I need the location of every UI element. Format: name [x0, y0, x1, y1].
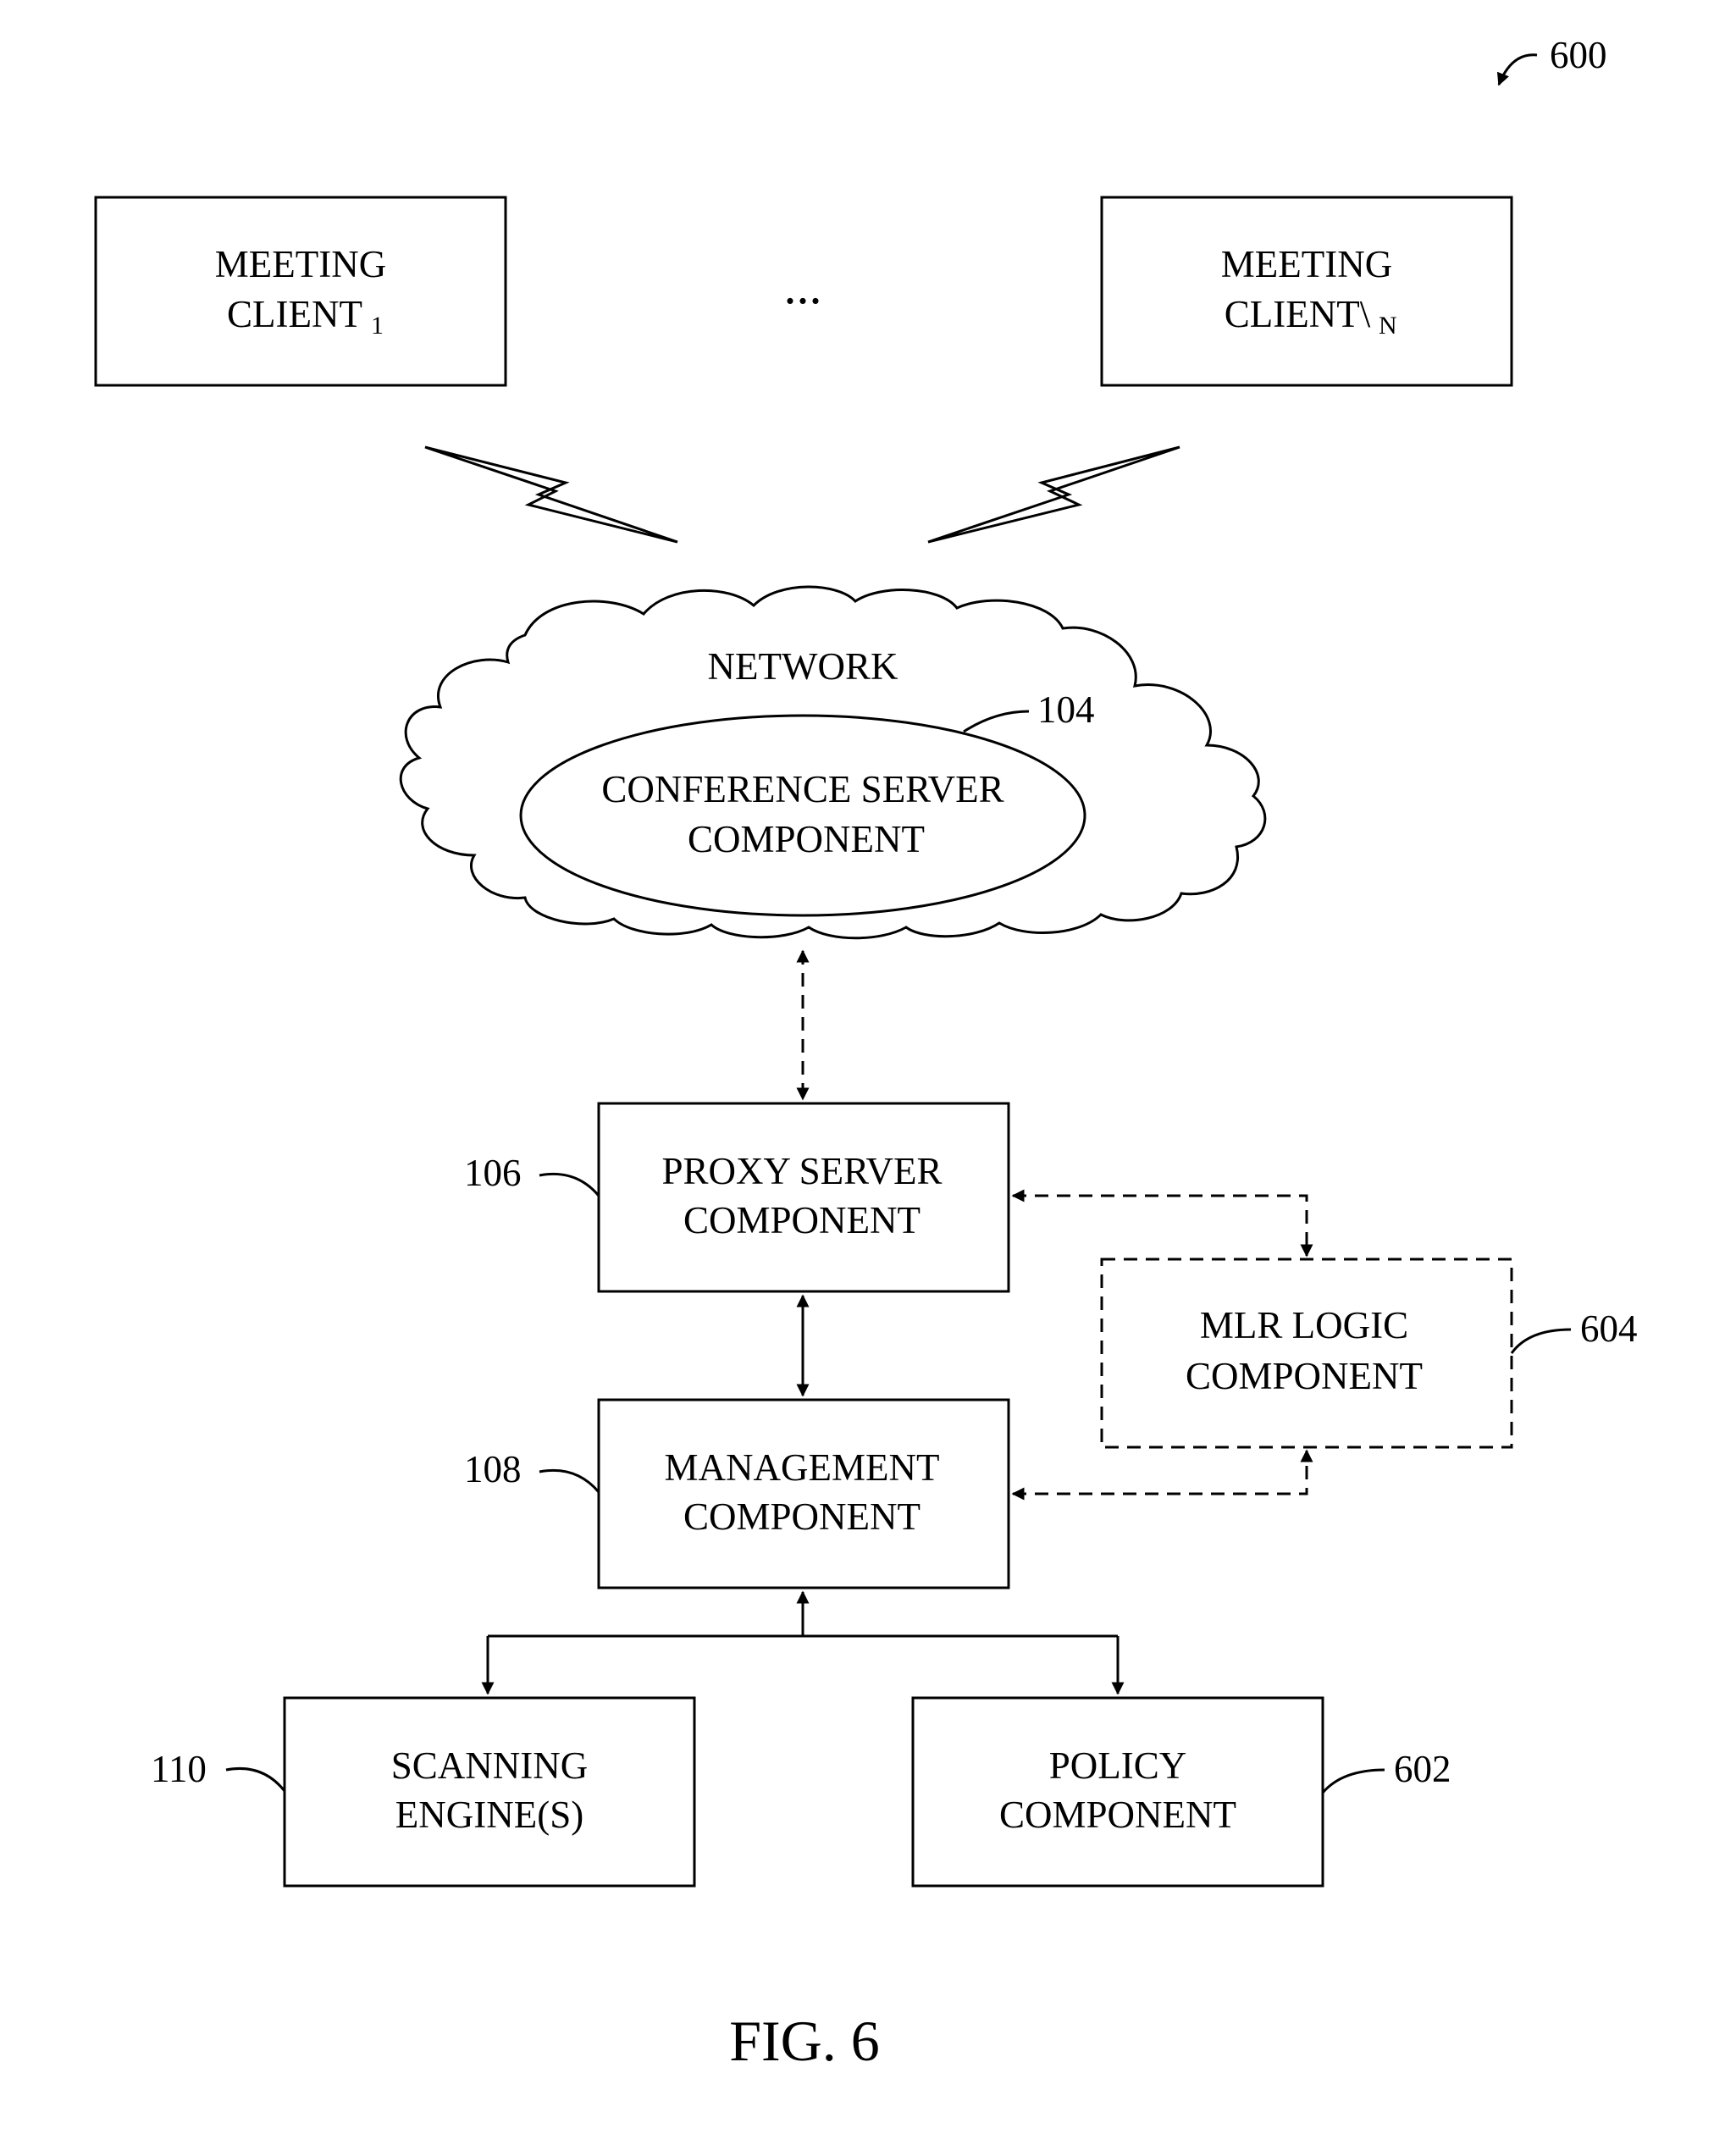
figure-ref: 600 [1499, 34, 1607, 85]
svg-text:104: 104 [1037, 688, 1095, 731]
meeting-client-n-box: MEETING CLIENT\ N [1102, 197, 1512, 385]
ref-604: 604 [1512, 1307, 1638, 1353]
svg-text:CONFERENCE SERVER: CONFERENCE SERVER [601, 768, 1003, 810]
scanning-engine-box: SCANNING ENGINE(S) [285, 1698, 694, 1886]
ref-110: 110 [151, 1748, 285, 1791]
svg-text:106: 106 [464, 1152, 522, 1194]
management-mlr-connector [1013, 1451, 1307, 1494]
svg-text:108: 108 [464, 1448, 522, 1490]
figure-caption: FIG. 6 [729, 2009, 880, 2073]
svg-text:MEETING: MEETING [215, 243, 386, 285]
svg-text:600: 600 [1550, 34, 1607, 76]
meeting-client-n-line2: CLIENT\ [1225, 293, 1371, 335]
svg-text:MEETING: MEETING [1221, 243, 1392, 285]
meeting-client-1-box: MEETING CLIENT 1 [96, 197, 506, 385]
meeting-client-n-subscript: N [1379, 312, 1397, 340]
ref-602: 602 [1323, 1748, 1451, 1793]
ref-106: 106 [464, 1152, 599, 1196]
svg-text:602: 602 [1394, 1748, 1451, 1790]
meeting-client-1-line2: CLIENT [227, 293, 362, 335]
proxy-mlr-connector [1013, 1196, 1307, 1256]
conference-server-ellipse: CONFERENCE SERVER COMPONENT [521, 716, 1085, 915]
svg-text:110: 110 [151, 1748, 207, 1790]
svg-text:MANAGEMENT: MANAGEMENT [665, 1446, 940, 1489]
proxy-server-box: PROXY SERVER COMPONENT [599, 1103, 1009, 1291]
svg-text:COMPONENT: COMPONENT [683, 1199, 921, 1241]
clients-ellipsis: ... [784, 258, 822, 314]
mlr-logic-box: MLR LOGIC COMPONENT [1102, 1259, 1512, 1447]
network-label: NETWORK [708, 645, 898, 688]
management-box: MANAGEMENT COMPONENT [599, 1400, 1009, 1588]
ref-104: 104 [964, 688, 1095, 732]
management-tree-connector [488, 1592, 1118, 1694]
meeting-client-1-subscript: 1 [371, 312, 384, 340]
svg-text:SCANNING: SCANNING [391, 1744, 589, 1787]
network-cloud: NETWORK [401, 587, 1265, 938]
wireless-link-left [425, 447, 677, 542]
svg-text:MLR LOGIC: MLR LOGIC [1200, 1304, 1408, 1346]
svg-text:COMPONENT: COMPONENT [688, 818, 925, 860]
policy-box: POLICY COMPONENT [913, 1698, 1323, 1886]
svg-text:ENGINE(S): ENGINE(S) [395, 1794, 583, 1836]
svg-text:COMPONENT: COMPONENT [683, 1495, 921, 1538]
svg-text:PROXY SERVER: PROXY SERVER [661, 1150, 942, 1192]
wireless-link-right [928, 447, 1180, 542]
svg-text:POLICY: POLICY [1049, 1744, 1187, 1787]
svg-text:COMPONENT: COMPONENT [1186, 1355, 1423, 1397]
svg-text:COMPONENT: COMPONENT [999, 1794, 1236, 1836]
svg-text:604: 604 [1580, 1307, 1638, 1350]
ref-108: 108 [464, 1448, 599, 1492]
